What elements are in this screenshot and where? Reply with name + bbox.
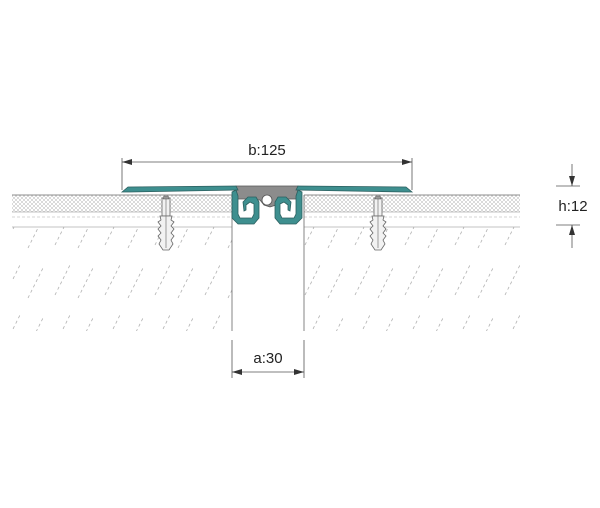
right-channel (274, 189, 303, 225)
wall-plug-left-icon (157, 195, 175, 251)
dimension-h-label: h:12 (558, 198, 587, 215)
dimension-h: h:12 (556, 164, 588, 248)
left-concrete (12, 227, 232, 331)
dimension-b-label: b:125 (248, 142, 286, 159)
dimension-a: a:30 (231, 340, 305, 378)
dimension-arrow-icon (122, 159, 132, 165)
wall-plug-right-icon (369, 195, 387, 251)
left-substrate (12, 194, 233, 331)
dimension-b: b:125 (121, 142, 413, 190)
left-screed-layer (12, 195, 232, 212)
dimension-arrow-icon (569, 176, 575, 186)
dimension-arrow-icon (294, 369, 304, 375)
left-channel (231, 189, 260, 225)
right-concrete (304, 227, 520, 331)
dimension-arrow-icon (232, 369, 242, 375)
dimension-arrow-icon (402, 159, 412, 165)
left-flange (120, 185, 239, 193)
joint-profile (120, 185, 414, 225)
right-flange (295, 185, 414, 193)
right-substrate (303, 194, 520, 331)
dimension-a-label: a:30 (253, 350, 282, 367)
right-screed-layer (304, 195, 520, 212)
dimension-arrow-icon (569, 225, 575, 235)
